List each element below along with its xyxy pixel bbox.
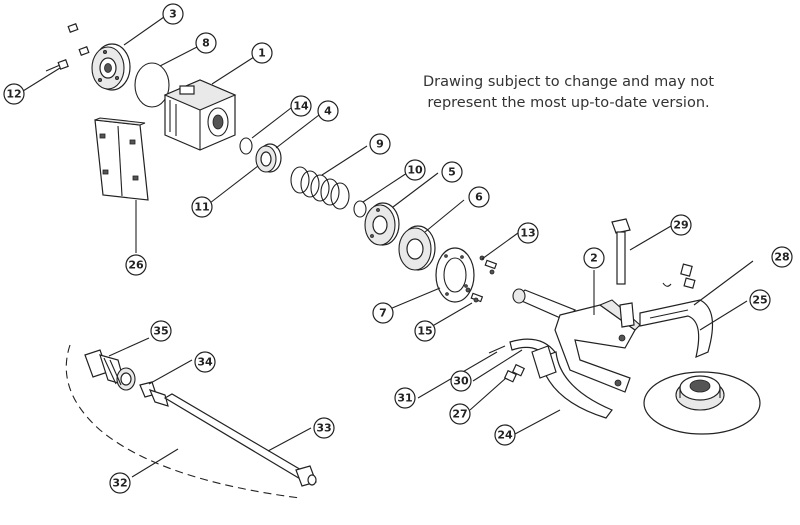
disclaimer-line-1: Drawing subject to change and may not <box>422 74 715 90</box>
callout-25: 25 <box>749 289 771 311</box>
callout-30: 30 <box>450 370 472 392</box>
callout-14-number: 14 <box>293 100 309 113</box>
callout-29: 29 <box>670 214 692 236</box>
callout-15: 15 <box>414 320 436 342</box>
callout-14: 14 <box>290 95 312 117</box>
part-26-plate <box>94 117 149 201</box>
callout-11: 11 <box>191 196 213 218</box>
part-12-screws <box>45 23 90 72</box>
part-7-gasket <box>435 247 475 303</box>
callout-12-number: 12 <box>6 88 21 101</box>
callout-3: 3 <box>162 3 184 25</box>
callout-24-number: 24 <box>497 429 513 442</box>
callout-32: 32 <box>109 472 131 494</box>
callout-9-number: 9 <box>376 138 384 151</box>
callout-34-number: 34 <box>197 356 213 369</box>
part-10-ring <box>353 200 367 218</box>
callout-34: 34 <box>194 351 216 373</box>
callout-15-number: 15 <box>417 325 432 338</box>
callout-29-number: 29 <box>673 219 688 232</box>
callout-6-number: 6 <box>475 191 483 204</box>
part-34-connector <box>139 381 169 407</box>
part-5-flange <box>364 202 400 246</box>
part-29-bolt <box>611 218 631 285</box>
part-1-housing <box>163 79 237 151</box>
callout-13-number: 13 <box>520 227 535 240</box>
callout-5: 5 <box>441 161 463 183</box>
callout-28-number: 28 <box>774 251 789 264</box>
callout-33-number: 33 <box>316 422 331 435</box>
callout-33: 33 <box>313 417 335 439</box>
callout-24: 24 <box>494 424 516 446</box>
callout-26-number: 26 <box>128 259 144 272</box>
callout-1: 1 <box>251 42 273 64</box>
part-4-bearing <box>255 143 282 173</box>
callout-10: 10 <box>404 159 426 181</box>
callout-32-number: 32 <box>112 477 127 490</box>
callout-2: 2 <box>583 247 605 269</box>
callout-35-number: 35 <box>153 325 168 338</box>
part-33-shaft <box>163 393 317 487</box>
callout-4: 4 <box>317 100 339 122</box>
part-28-pins <box>662 263 696 289</box>
part-6-flange <box>398 225 436 271</box>
callout-11-number: 11 <box>194 201 209 214</box>
part-9-spring <box>290 166 350 210</box>
part-35-fitting <box>84 349 136 391</box>
callout-12: 12 <box>3 83 25 105</box>
part-2-arm-shaft <box>512 288 641 393</box>
callout-10-number: 10 <box>407 164 423 177</box>
callout-8-number: 8 <box>202 37 210 50</box>
part-15-screws <box>465 287 484 303</box>
callout-28: 28 <box>771 246 793 268</box>
callout-27-number: 27 <box>452 408 467 421</box>
dashed-assembly-line <box>65 344 301 499</box>
callout-6: 6 <box>468 186 490 208</box>
callout-8: 8 <box>195 32 217 54</box>
disclaimer-line-2: represent the most up-to-date version. <box>427 95 710 111</box>
callout-25-number: 25 <box>752 294 767 307</box>
part-25-guard <box>639 299 714 359</box>
part-13-screws <box>479 255 498 275</box>
callout-9: 9 <box>369 133 391 155</box>
callout-4-number: 4 <box>324 105 332 118</box>
callout-26: 26 <box>125 254 147 276</box>
callout-31-number: 31 <box>397 392 412 405</box>
callout-31: 31 <box>394 387 416 409</box>
callout-3-number: 3 <box>169 8 177 21</box>
part-8-o-ring <box>134 62 170 108</box>
callout-27: 27 <box>449 403 471 425</box>
callout-7: 7 <box>372 302 394 324</box>
part-27-fasteners <box>503 363 526 383</box>
callout-2-number: 2 <box>590 252 598 265</box>
callout-1-number: 1 <box>258 47 266 60</box>
callout-7-number: 7 <box>379 307 387 320</box>
callout-30-number: 30 <box>453 375 469 388</box>
callout-13: 13 <box>517 222 539 244</box>
part-14-ring <box>239 137 253 155</box>
part-24-blade <box>531 345 613 419</box>
disclaimer-note: Drawing subject to change and may not re… <box>396 72 741 114</box>
callout-35: 35 <box>150 320 172 342</box>
callout-5-number: 5 <box>448 166 456 179</box>
disc-wheel <box>643 371 761 435</box>
leader-lines <box>22 16 754 478</box>
part-3-flange <box>91 43 131 91</box>
